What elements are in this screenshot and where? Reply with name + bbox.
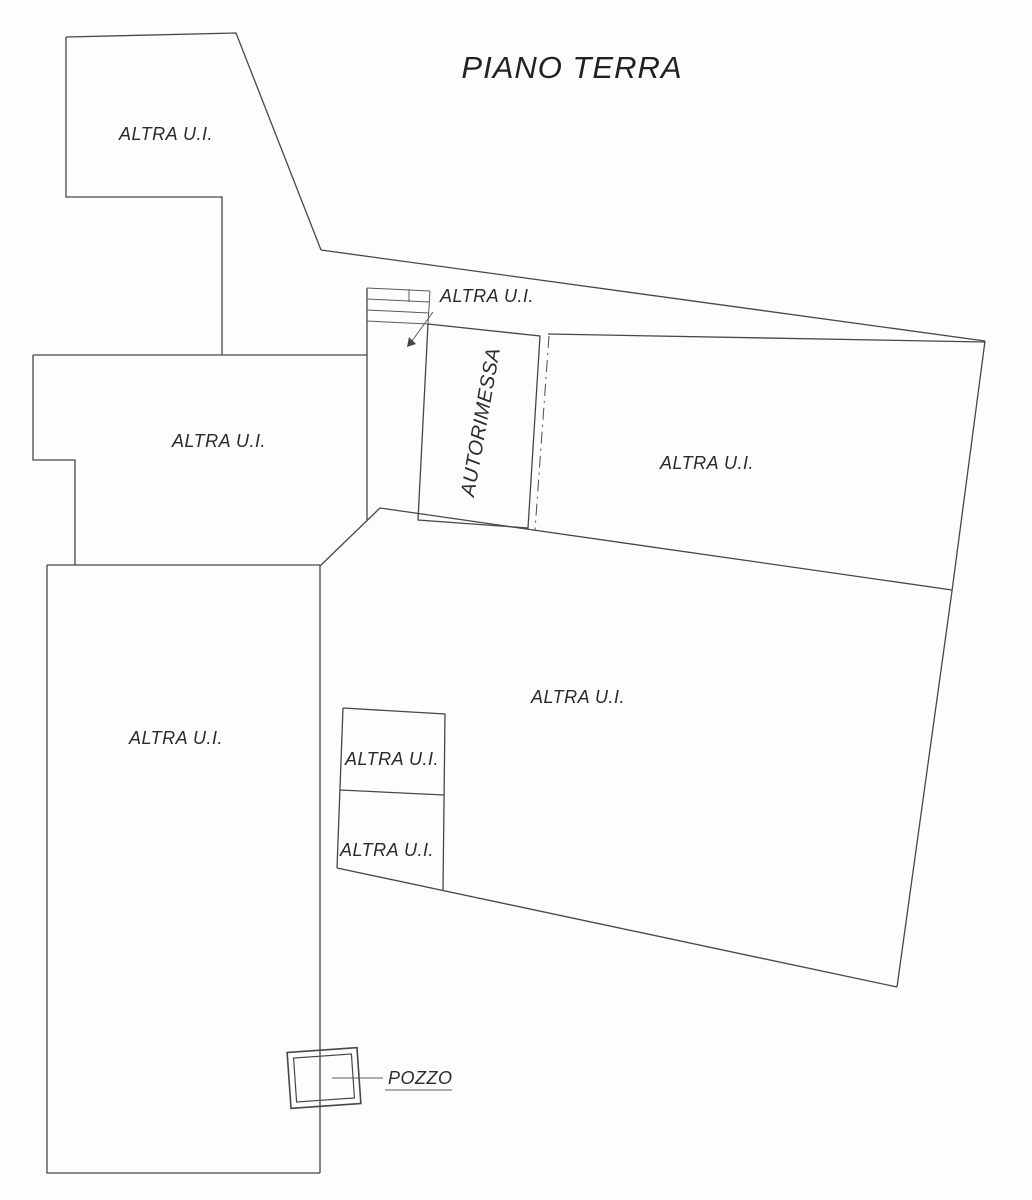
wall-topleft-top-and-diagonal: [65, 32, 322, 251]
direction-arrow-line: [411, 311, 434, 342]
stairs-top-rail: [366, 287, 431, 292]
well-group: [286, 1046, 362, 1110]
stairs-and-details: [366, 287, 434, 347]
well-outer-square: [286, 1046, 362, 1110]
wall-central-left-connector: [319, 507, 381, 567]
wall-central-bottom: [336, 867, 898, 988]
wall-central-top: [379, 507, 953, 591]
wall-bottomleft-bottom-left: [46, 565, 320, 1174]
direction-arrow-head: [407, 337, 416, 347]
label-unit-left: ALTRA U.I.: [171, 431, 266, 451]
label-unit-central: ALTRA U.I.: [530, 687, 625, 707]
wall-small-rooms-divider: [339, 789, 445, 796]
stairs-tread-3: [366, 320, 429, 325]
labels: PIANO TERRA ALTRA U.I. ALTRA U.I. ALTRA …: [118, 50, 754, 1088]
wall-small-rooms-left: [336, 707, 344, 869]
wall-garage-outline: [417, 323, 541, 529]
label-unit-top-strip: ALTRA U.I.: [439, 286, 534, 306]
wall-outer-top-slant: [320, 249, 986, 342]
label-unit-top-left: ALTRA U.I.: [118, 124, 213, 144]
boundary-dashdot-line: [534, 335, 550, 531]
walls: [32, 32, 986, 1174]
well-inner-square: [292, 1053, 356, 1103]
stairs-tread-1: [366, 298, 430, 303]
wall-right-room-top: [547, 333, 986, 343]
wall-topleft-left-bottom-step: [65, 37, 223, 355]
label-unit-bottom-left: ALTRA U.I.: [128, 728, 223, 748]
wall-small-rooms-top-right: [342, 707, 446, 891]
label-unit-small-lower: ALTRA U.I.: [339, 840, 434, 860]
wall-left-room-left-step: [32, 355, 76, 565]
label-garage: AUTORIMESSA: [457, 346, 505, 499]
page-title: PIANO TERRA: [461, 50, 682, 85]
label-unit-small-upper: ALTRA U.I.: [344, 749, 439, 769]
wall-right-outer: [896, 340, 986, 988]
label-unit-right: ALTRA U.I.: [659, 453, 754, 473]
stairs-tread-2: [366, 309, 430, 314]
label-well: POZZO: [388, 1068, 453, 1088]
